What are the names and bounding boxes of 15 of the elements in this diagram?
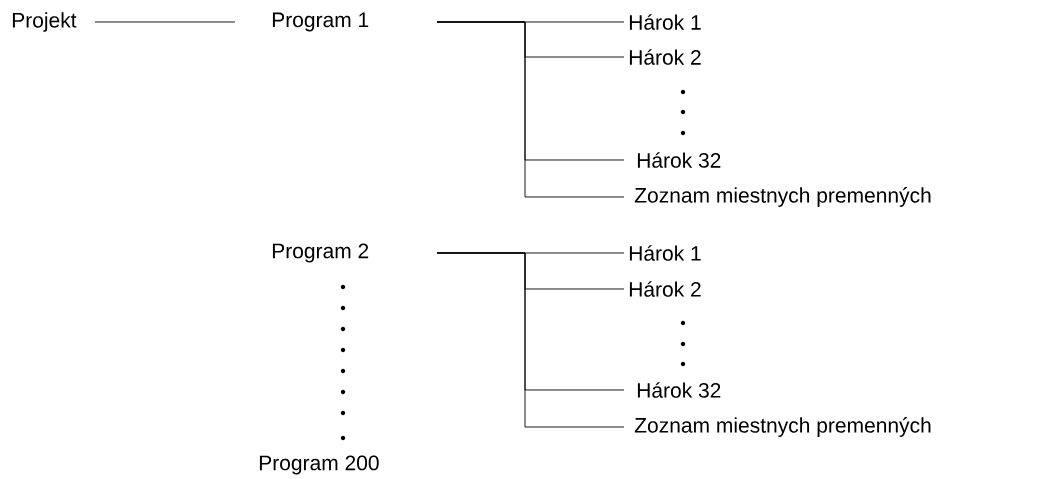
node-label: Hárok 2 (629, 281, 701, 297)
node-label: Projekt (12, 12, 77, 32)
connector-line (94, 21, 236, 23)
connector-line (436, 21, 625, 198)
node-label: Hárok 1 (629, 14, 701, 30)
node-label: Program 2 (272, 243, 369, 263)
node-label: Hárok 32 (637, 152, 721, 168)
node-label: Hárok 1 (629, 245, 701, 261)
node-label: Zoznam miestnych premenných (634, 187, 931, 207)
node-label: Hárok 32 (637, 382, 721, 398)
node-label: Zoznam miestnych premenných (634, 417, 931, 437)
connector-line (436, 252, 625, 428)
node-label: Program 1 (272, 12, 369, 32)
node-label: Program 200 (259, 455, 379, 475)
node-label: Hárok 2 (629, 49, 701, 65)
